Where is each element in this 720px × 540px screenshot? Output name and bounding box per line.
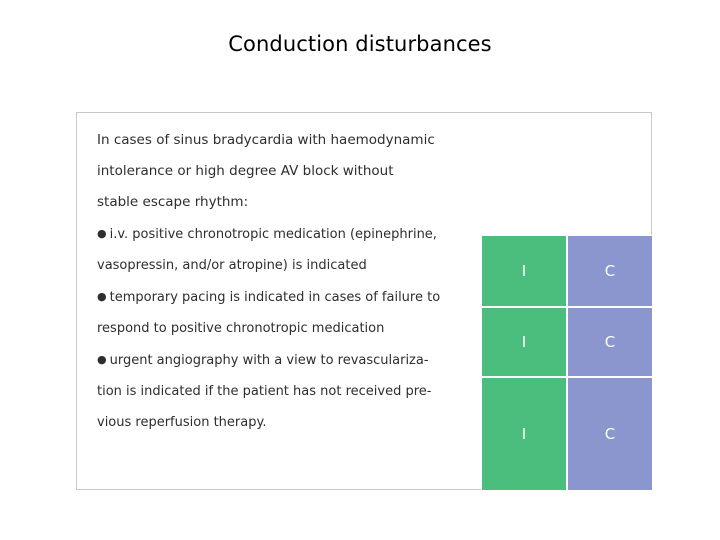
bullet-line: temporary pacing is indicated in cases o…	[109, 290, 441, 305]
class-of-recommendation: I	[481, 377, 567, 491]
recommendation-table: In cases of sinus bradycardia with haemo…	[76, 112, 653, 491]
bullet-line: urgent angiography with a view to revasc…	[109, 353, 429, 368]
bullet-line: vious reperfusion therapy.	[97, 415, 267, 430]
class-of-recommendation: I	[481, 307, 567, 377]
table-row: I C	[481, 235, 653, 307]
level-of-evidence: C	[567, 307, 653, 377]
grade-columns: I C I C I C	[481, 235, 653, 491]
bullet-line: vasopressin, and/or atropine) is indicat…	[97, 258, 367, 273]
bullet-marker-icon: ●	[97, 227, 107, 240]
bullet-line-wrap: tion is indicated if the patient has not…	[97, 376, 473, 407]
bullet-line-wrap: vious reperfusion therapy.	[97, 407, 473, 438]
bullet-line: tion is indicated if the patient has not…	[97, 384, 432, 399]
bullet-line: respond to positive chronotropic medicat…	[97, 321, 385, 336]
table-row: I C	[481, 377, 653, 491]
level-of-evidence: C	[567, 235, 653, 307]
class-of-recommendation: I	[481, 235, 567, 307]
bullet-line: i.v. positive chronotropic medication (e…	[109, 227, 437, 242]
bullet-item: ●temporary pacing is indicated in cases …	[97, 281, 473, 313]
bullet-line-wrap: vasopressin, and/or atropine) is indicat…	[97, 250, 473, 281]
table-row: I C	[481, 307, 653, 377]
bullet-item: ●urgent angiography with a view to revas…	[97, 344, 473, 376]
bullet-line-wrap: respond to positive chronotropic medicat…	[97, 313, 473, 344]
bullet-marker-icon: ●	[97, 353, 107, 366]
intro-line: intolerance or high degree AV block with…	[97, 163, 394, 179]
bullet-item: ●i.v. positive chronotropic medication (…	[97, 218, 473, 250]
intro-line: In cases of sinus bradycardia with haemo…	[97, 132, 435, 148]
page-title: Conduction disturbances	[228, 32, 492, 56]
recommendation-text-column: In cases of sinus bradycardia with haemo…	[77, 113, 481, 489]
intro-line: stable escape rhythm:	[97, 194, 249, 210]
level-of-evidence: C	[567, 377, 653, 491]
bullet-marker-icon: ●	[97, 290, 107, 303]
